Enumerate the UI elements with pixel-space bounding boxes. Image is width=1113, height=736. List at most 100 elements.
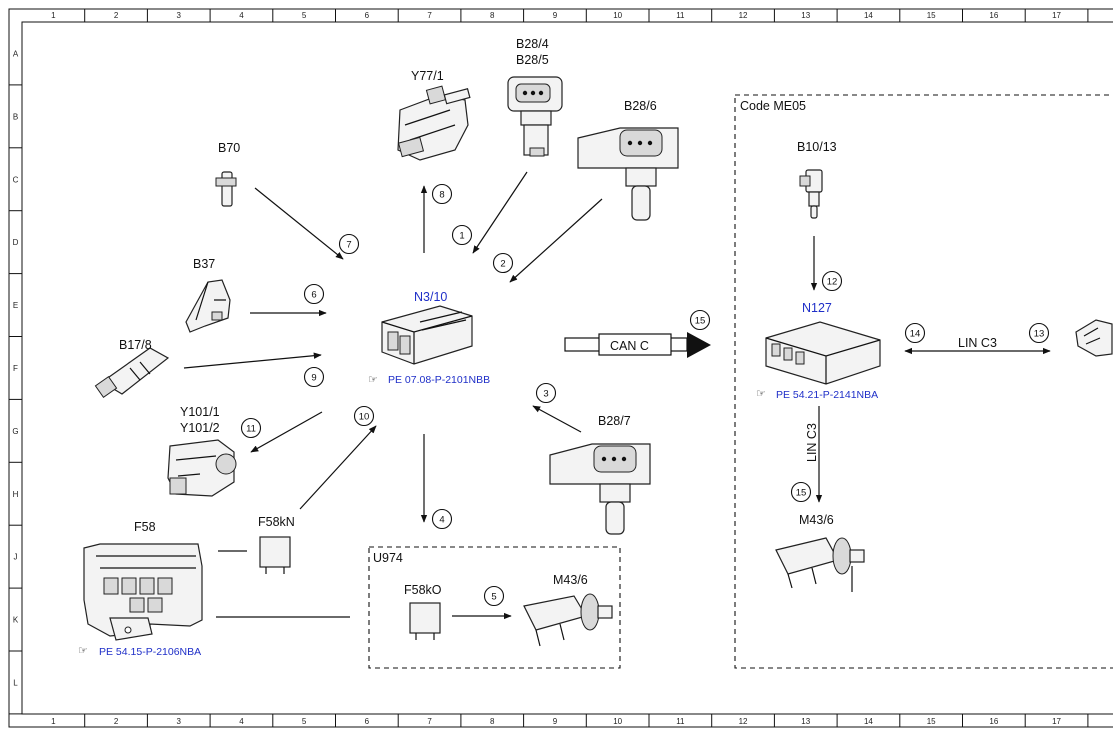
grid-column-label: 17 — [1052, 717, 1061, 726]
step-number: 1 — [459, 231, 464, 242]
pedal-b37-drawing — [185, 279, 231, 333]
grid-column-label: 14 — [864, 11, 873, 20]
arrow-b28-7-to-ecu — [532, 405, 582, 433]
label-b28-4: B28/4 — [516, 37, 549, 51]
grid-row-label: L — [13, 678, 18, 687]
grid-column-label: 12 — [739, 11, 748, 20]
grid-column-label: 7 — [427, 717, 432, 726]
label-f58ko: F58kO — [404, 583, 442, 597]
grid-column-label: 6 — [365, 11, 370, 20]
label-lin-c3-horizontal: LIN C3 — [958, 336, 997, 350]
grid-column-label: 1 — [51, 11, 56, 20]
module-n127-drawing — [765, 321, 881, 385]
grid-row-label: A — [13, 49, 19, 58]
step-number: 6 — [311, 290, 316, 301]
ref-icon-n3-10: ☞ — [368, 374, 378, 386]
step-number: 14 — [910, 329, 921, 340]
step-number: 11 — [246, 424, 256, 435]
arrow-b17-8-to-ecu — [183, 352, 322, 369]
valve-y101-drawing — [167, 439, 237, 497]
grid-column-label: 3 — [177, 11, 182, 20]
step-number: 15 — [695, 316, 706, 327]
grid-column-label: 16 — [989, 11, 998, 20]
ref-icon-n127: ☞ — [756, 388, 766, 400]
label-f58kn: F58kN — [258, 515, 295, 529]
grid-column-label: 3 — [177, 717, 182, 726]
label-y101-2: Y101/2 — [180, 421, 220, 435]
step-marker: 2 — [492, 252, 514, 274]
sensor-b28-4-drawing — [507, 76, 563, 157]
grid-column-label: 8 — [490, 717, 495, 726]
label-b37: B37 — [193, 257, 215, 271]
step-marker: 11 — [240, 417, 262, 439]
step-number: 5 — [491, 592, 496, 603]
signal-arrows — [183, 171, 1051, 620]
grid-ticks — [9, 9, 1089, 727]
group-u974-box — [368, 546, 621, 669]
grid-row-label: H — [13, 490, 19, 499]
step-marker: 9 — [303, 366, 325, 388]
grid-column-label: 15 — [927, 11, 936, 20]
step-marker: 1 — [451, 224, 473, 246]
sensor-b28-6-drawing — [577, 127, 679, 221]
label-b28-7: B28/7 — [598, 414, 631, 428]
step-number: 4 — [439, 515, 444, 526]
bus-can-c — [564, 332, 711, 358]
grid-column-label: 11 — [676, 11, 685, 20]
ref-f58[interactable]: PE 54.15-P-2106NBA — [99, 646, 201, 658]
step-marker: 4 — [431, 508, 453, 530]
ref-n127[interactable]: PE 54.21-P-2141NBA — [776, 389, 878, 401]
pump-m43-6-a-drawing — [523, 593, 613, 647]
grid-row-label: E — [13, 301, 18, 310]
step-number: 2 — [500, 259, 505, 270]
group-me05-box — [734, 94, 1113, 669]
step-marker: 8 — [431, 183, 453, 205]
grid-column-label: 6 — [365, 717, 370, 726]
grid-row-label: G — [12, 427, 18, 436]
arrow-ecu-to-y101 — [250, 411, 323, 453]
grid-row-label: D — [13, 238, 19, 247]
step-number: 9 — [311, 373, 316, 384]
grid-column-label: 13 — [801, 11, 810, 20]
sensor-b17-8-drawing — [94, 347, 170, 399]
grid-column-label: 1 — [51, 717, 56, 726]
grid-column-label: 10 — [613, 11, 622, 20]
label-lin-c3-vertical: LIN C3 — [805, 423, 819, 462]
grid-column-label: 17 — [1052, 11, 1061, 20]
grid-column-label: 2 — [114, 717, 119, 726]
sensor-b70-drawing — [215, 171, 237, 207]
step-number: 8 — [439, 190, 444, 201]
sensor-b10-13-drawing — [799, 169, 823, 219]
label-y101-1: Y101/1 — [180, 405, 220, 419]
label-f58: F58 — [134, 520, 156, 534]
grid-column-label: 13 — [801, 717, 810, 726]
step-number: 12 — [827, 277, 838, 288]
step-marker: 7 — [338, 233, 360, 255]
arrow-f58kn-to-ecu — [299, 425, 377, 510]
step-marker: 15 — [689, 309, 711, 331]
label-y77-1: Y77/1 — [411, 69, 444, 83]
label-b28-6: B28/6 — [624, 99, 657, 113]
grid-column-label: 11 — [676, 717, 685, 726]
step-marker: 15 — [790, 481, 812, 503]
label-b10-13: B10/13 — [797, 140, 837, 154]
group-u974-label: U974 — [373, 551, 403, 565]
grid-column-label: 15 — [927, 717, 936, 726]
ref-n3-10[interactable]: PE 07.08-P-2101NBB — [388, 374, 490, 386]
grid-row-label: J — [14, 553, 18, 562]
grid-row-label: C — [13, 175, 19, 184]
label-m43-6-a: M43/6 — [553, 573, 588, 587]
step-number: 15 — [796, 488, 807, 499]
ecu-n3-10-drawing — [381, 305, 473, 365]
grid-column-label: 10 — [613, 717, 622, 726]
label-b70: B70 — [218, 141, 240, 155]
arrow-b28-6-to-ecu — [509, 198, 603, 283]
drawing-frame: 1122334455667788991010111112121313141415… — [8, 8, 1113, 728]
relay-f58ko-drawing — [409, 602, 441, 640]
grid-column-label: 14 — [864, 717, 873, 726]
arrow-b28-4-to-ecu — [472, 171, 528, 254]
step-marker: 14 — [904, 322, 926, 344]
grid-column-label: 8 — [490, 11, 495, 20]
